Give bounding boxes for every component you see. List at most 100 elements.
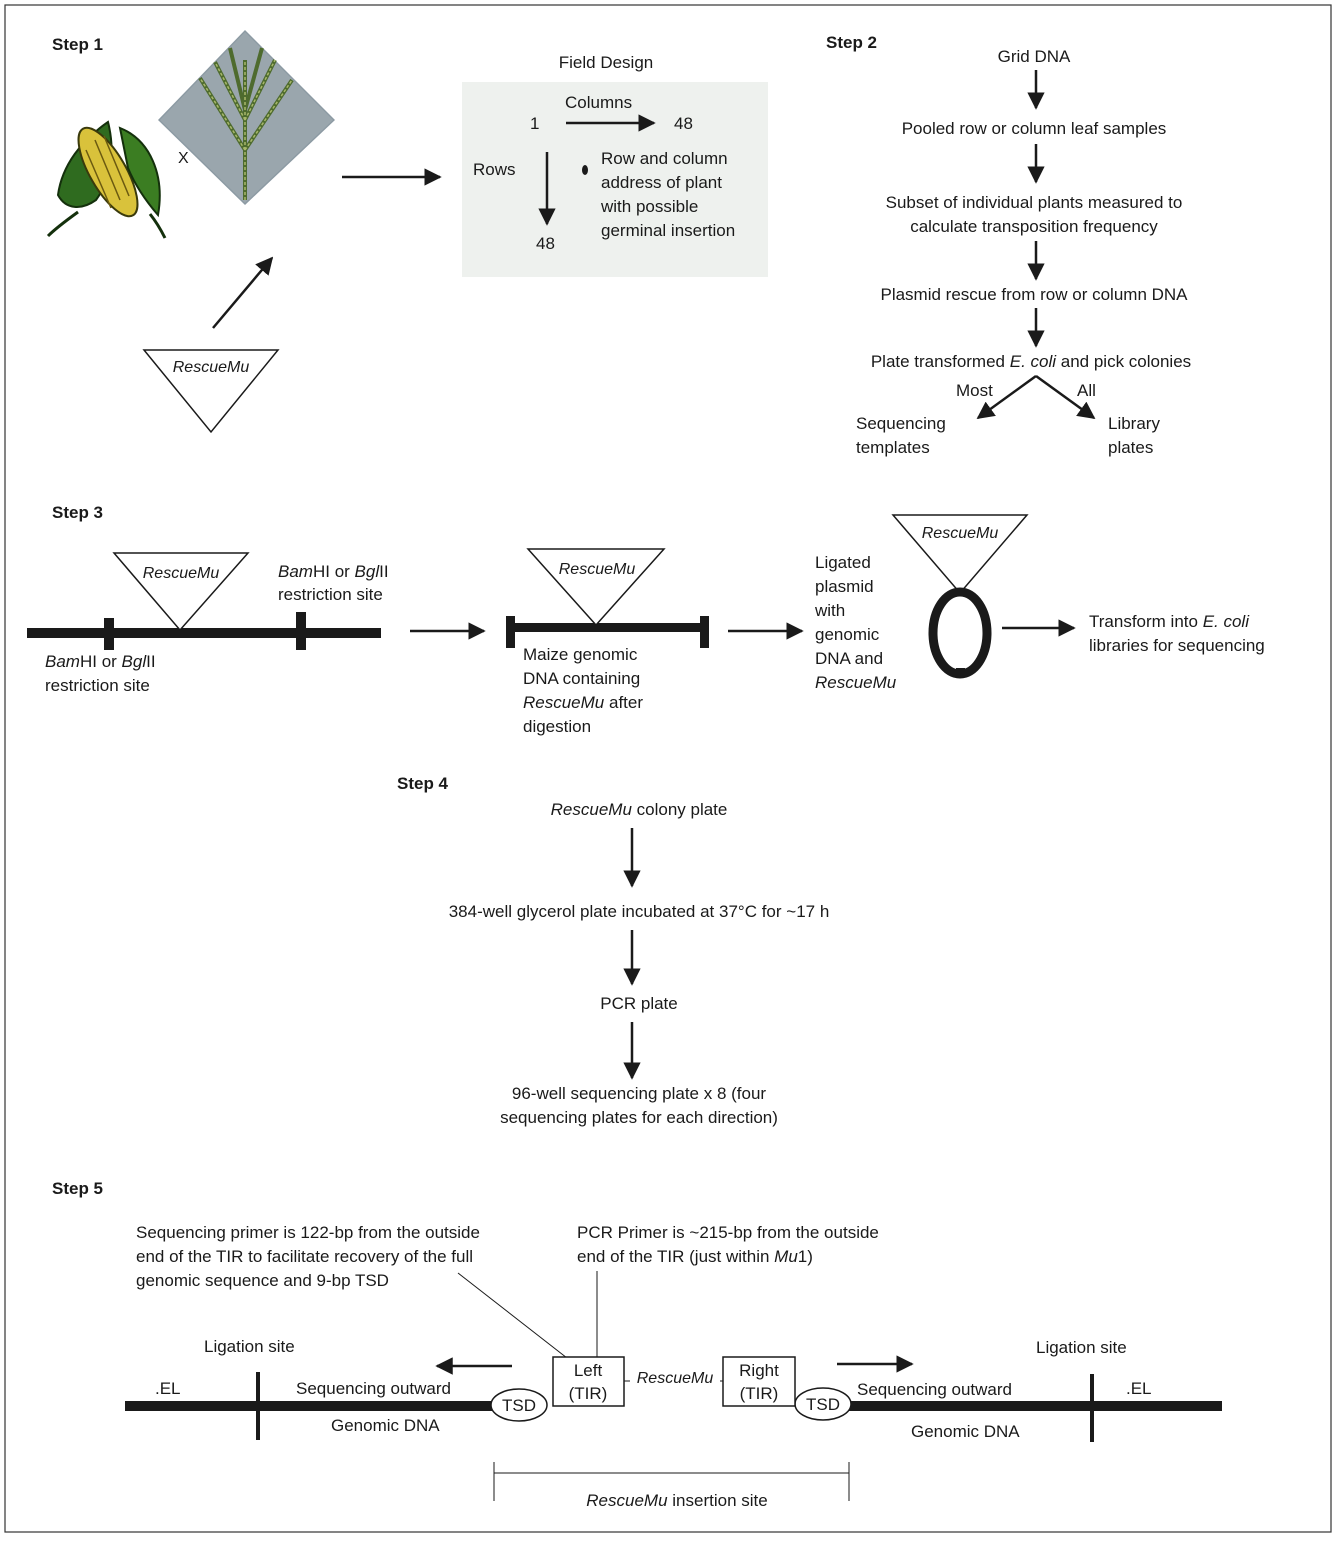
restriction-site-right [296, 612, 306, 650]
genomic-dna-left [125, 1401, 498, 1411]
pcr-plate: PCR plate [600, 994, 677, 1013]
step3-label: Step 3 [52, 503, 103, 522]
digestion-2: DNA containing [523, 669, 640, 688]
insertion-site-label: RescueMu insertion site [586, 1491, 767, 1510]
el-right: .EL [1126, 1379, 1152, 1398]
restriction-label-top-1: BamHI or BglII [278, 562, 389, 581]
column-start: 1 [530, 114, 539, 133]
maize-cob-icon [46, 120, 167, 239]
plasmid-junction [956, 668, 965, 677]
ligated-6: RescueMu [815, 673, 897, 692]
plasmid-rescue: Plasmid rescue from row or column DNA [880, 285, 1188, 304]
ligation-site-label-left: Ligation site [204, 1337, 295, 1356]
restriction-label-bottom-2: restriction site [45, 676, 150, 695]
restriction-label-bottom-1: BamHI or BglII [45, 652, 156, 671]
rescuemu-label-5: RescueMu [637, 1370, 714, 1387]
ligated-2: plasmid [815, 577, 874, 596]
el-left: .EL [155, 1379, 181, 1398]
column-end: 48 [674, 114, 693, 133]
rescuemu-triangle-3c [891, 514, 1029, 595]
most-label: Most [956, 381, 993, 400]
ligated-5: DNA and [815, 649, 883, 668]
plant-address-dot [582, 165, 588, 175]
seq-plate-2: sequencing plates for each direction) [500, 1108, 778, 1127]
right-tir-box [722, 1356, 796, 1407]
field-design-box [462, 82, 768, 277]
pcr-primer-note-2: end of the TIR (just within Mu1) [577, 1247, 813, 1266]
restriction-site-left [104, 618, 114, 650]
arrow-all [1035, 374, 1096, 420]
arrow-most [976, 374, 1037, 420]
arrow-rescuemu-to-tassel [212, 256, 274, 329]
ligated-3: with [814, 601, 845, 620]
step4-label: Step 4 [397, 774, 449, 793]
fragment-end-left [506, 616, 515, 648]
tsd-left-label: TSD [502, 1396, 536, 1415]
tsd-left [490, 1388, 548, 1422]
field-design-title: Field Design [559, 53, 654, 72]
restriction-label-top-2: restriction site [278, 585, 383, 604]
left-tir-2: (TIR) [569, 1384, 608, 1403]
ligated-4: genomic [815, 625, 880, 644]
rescuemu-label-3a: RescueMu [143, 565, 220, 582]
plate-transformed: Plate transformed E. coli and pick colon… [871, 352, 1191, 371]
seq-outward-right: Sequencing outward [857, 1380, 1012, 1399]
seq-templates-1: Sequencing [856, 414, 946, 433]
grid-dna: Grid DNA [998, 47, 1071, 66]
left-tir-1: Left [574, 1361, 603, 1380]
cross-symbol: X [178, 150, 189, 167]
seq-primer-pointer [457, 1272, 568, 1359]
right-tir-1: Right [739, 1361, 779, 1380]
rows-label: Rows [473, 160, 516, 179]
step5-label: Step 5 [52, 1179, 103, 1198]
ligation-site-left [256, 1372, 260, 1440]
digested-fragment [508, 623, 706, 632]
colony-plate: RescueMu colony plate [551, 800, 728, 819]
seq-primer-note-2: end of the TIR to facilitate recovery of… [136, 1247, 473, 1266]
seq-primer-note-1: Sequencing primer is 122-bp from the out… [136, 1223, 480, 1242]
rescuemu-triangle-3b [526, 548, 666, 627]
field-note-3: with possible [600, 197, 698, 216]
subset-line-1: Subset of individual plants measured to [886, 193, 1183, 212]
pcr-primer-note-1: PCR Primer is ~215-bp from the outside [577, 1223, 879, 1242]
rescuemu-label: RescueMu [173, 359, 250, 376]
rescuemu-label-3b: RescueMu [559, 561, 636, 578]
fragment-end-right [700, 616, 709, 648]
rescuemu-label-bg [630, 1367, 720, 1387]
field-note-1: Row and column [601, 149, 728, 168]
row-end: 48 [536, 234, 555, 253]
step1-label: Step 1 [52, 35, 103, 54]
library-plates-1: Library [1108, 414, 1160, 433]
rescuemu-triangle [142, 349, 280, 434]
genomic-dna-label-right: Genomic DNA [911, 1422, 1020, 1441]
ligated-1: Ligated [815, 553, 871, 572]
library-plates-2: plates [1108, 438, 1153, 457]
transform-1: Transform into E. coli [1089, 612, 1250, 631]
maize-tassel-photo [158, 30, 335, 205]
figure-border [4, 4, 1332, 1533]
right-tir-2: (TIR) [740, 1384, 779, 1403]
glycerol-plate: 384-well glycerol plate incubated at 37°… [449, 902, 830, 921]
genomic-dna-label-left: Genomic DNA [331, 1416, 440, 1435]
columns-label: Columns [565, 93, 632, 112]
ligation-site-right [1090, 1374, 1094, 1442]
step2-label: Step 2 [826, 33, 877, 52]
plasmid-ring [928, 587, 992, 679]
rescuemu-triangle-3a [112, 552, 250, 632]
seq-outward-left: Sequencing outward [296, 1379, 451, 1398]
digestion-1: Maize genomic [523, 645, 638, 664]
subset-line-2: calculate transposition frequency [910, 217, 1158, 236]
pooled-samples: Pooled row or column leaf samples [902, 119, 1167, 138]
ligation-site-label-right: Ligation site [1036, 1338, 1127, 1357]
tsd-right-label: TSD [806, 1395, 840, 1414]
seq-primer-note-3: genomic sequence and 9-bp TSD [136, 1271, 389, 1290]
genomic-dna-right [846, 1401, 1222, 1411]
seq-templates-2: templates [856, 438, 930, 457]
field-note-2: address of plant [601, 173, 722, 192]
transform-2: libraries for sequencing [1089, 636, 1265, 655]
digestion-3: RescueMu after [523, 693, 643, 712]
all-label: All [1077, 381, 1096, 400]
rescuemu-label-3c: RescueMu [922, 525, 999, 542]
